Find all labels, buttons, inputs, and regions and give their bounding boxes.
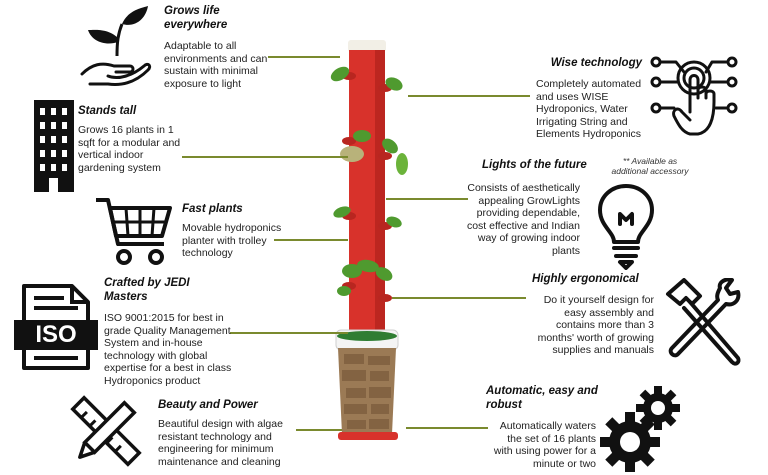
connector-beauty bbox=[296, 429, 342, 431]
connector-crafted bbox=[230, 332, 348, 334]
wise-desc: Completely automated and uses WISE Hydro… bbox=[536, 78, 642, 140]
fast-title: Fast plants bbox=[182, 203, 243, 215]
iso-document-icon: ISO bbox=[12, 284, 100, 370]
light-bulb-icon bbox=[594, 184, 658, 270]
beauty-title: Beauty and Power bbox=[158, 399, 258, 411]
connector-stands bbox=[182, 156, 348, 158]
connector-ergo bbox=[392, 297, 526, 299]
beauty-desc: Beautiful design with algae resistant te… bbox=[158, 418, 283, 468]
touch-circuit-icon bbox=[648, 52, 742, 138]
connector-lights bbox=[386, 198, 468, 200]
iso-label: ISO bbox=[35, 321, 77, 348]
hydroponic-tower bbox=[322, 36, 422, 472]
wise-title: Wise technology bbox=[550, 57, 642, 69]
shopping-cart-icon bbox=[94, 194, 176, 268]
hammer-wrench-icon bbox=[660, 278, 744, 366]
building-icon bbox=[32, 98, 76, 194]
auto-desc: Automatically waters the set of 16 plant… bbox=[493, 420, 596, 470]
lights-desc: Consists of aesthetically appealing Grow… bbox=[466, 182, 580, 257]
gears-icon bbox=[598, 384, 688, 474]
connector-fast bbox=[274, 239, 348, 241]
connector-auto bbox=[406, 427, 488, 429]
lights-title: Lights of the future bbox=[482, 159, 587, 171]
grows-title: Grows life everywhere bbox=[164, 5, 228, 31]
stands-desc: Grows 16 plants in 1 sqft for a modular … bbox=[78, 124, 181, 174]
plant-hand-icon bbox=[78, 4, 156, 90]
connector-grows bbox=[268, 56, 340, 58]
fast-desc: Movable hydroponics planter with trolley… bbox=[182, 222, 282, 259]
ruler-pencil-icon bbox=[68, 392, 144, 470]
crafted-desc: ISO 9001:2015 for best in grade Quality … bbox=[104, 312, 232, 387]
stands-title: Stands tall bbox=[78, 105, 137, 117]
connector-wise bbox=[408, 95, 530, 97]
ergo-title: Highly ergonomical bbox=[532, 273, 639, 285]
lights-note: ** Available as additional accessory bbox=[611, 156, 689, 176]
ergo-desc: Do it yourself design for easy assembly … bbox=[537, 294, 654, 356]
crafted-title: Crafted by JEDI Masters bbox=[104, 277, 190, 303]
grows-desc: Adaptable to all environments and can su… bbox=[164, 40, 268, 90]
auto-title: Automatic, easy and robust bbox=[486, 385, 598, 411]
